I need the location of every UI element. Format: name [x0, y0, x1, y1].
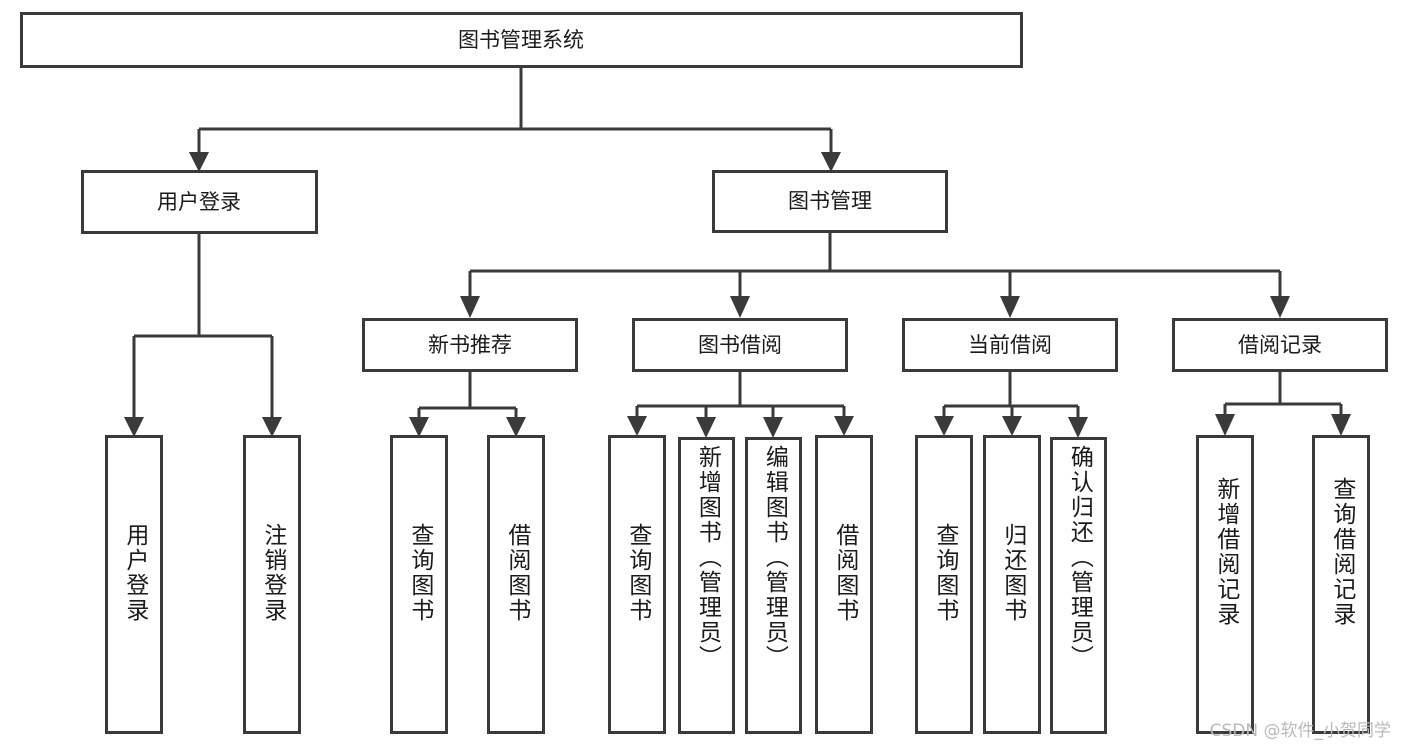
node-borrow-record[interactable]: 借阅记录	[1172, 318, 1388, 372]
leaf-box-add-book-admin	[678, 437, 735, 734]
leaf-box-borrow-book-2	[815, 435, 873, 734]
node-current-borrow[interactable]: 当前借阅	[902, 318, 1118, 372]
node-current-borrow-label: 当前借阅	[968, 333, 1052, 357]
leaf-box-query-book-2	[608, 435, 666, 734]
node-new-book-recommend-label: 新书推荐	[428, 333, 512, 357]
leaf-box-group	[105, 435, 1370, 734]
leaf-box-logout	[243, 435, 301, 734]
connector-book-borrow-to-leaves	[627, 370, 854, 438]
leaf-box-query-book-1	[390, 435, 448, 734]
node-user-login-label: 用户登录	[157, 190, 241, 214]
leaf-box-confirm-return-admin	[1050, 437, 1107, 734]
node-root[interactable]: 图书管理系统	[20, 12, 1023, 68]
leaf-box-return-book	[983, 435, 1041, 734]
node-root-label: 图书管理系统	[458, 28, 584, 52]
connector-new-book-recommend-to-leaves	[409, 370, 526, 437]
leaf-box-query-borrow-record	[1312, 435, 1370, 734]
leaf-box-add-borrow-record	[1196, 435, 1254, 734]
connector-user-login-to-leaves	[124, 233, 282, 437]
leaf-box-query-book-3	[915, 435, 973, 734]
connector-current-borrow-to-leaves	[934, 370, 1088, 438]
node-user-login[interactable]: 用户登录	[81, 170, 318, 234]
connector-borrow-record-to-leaves	[1215, 370, 1351, 436]
leaf-box-user-login	[105, 435, 163, 734]
leaf-box-edit-book-admin	[745, 437, 802, 734]
node-book-management-label: 图书管理	[788, 189, 872, 213]
connector-root-to-level2	[189, 68, 841, 172]
node-book-management[interactable]: 图书管理	[712, 170, 948, 233]
node-new-book-recommend[interactable]: 新书推荐	[362, 318, 578, 372]
leaf-box-borrow-book-1	[487, 435, 545, 734]
node-book-borrow-label: 图书借阅	[698, 333, 782, 357]
node-book-borrow[interactable]: 图书借阅	[632, 318, 848, 372]
node-borrow-record-label: 借阅记录	[1238, 333, 1322, 357]
connector-book-management-to-level3	[460, 232, 1290, 318]
